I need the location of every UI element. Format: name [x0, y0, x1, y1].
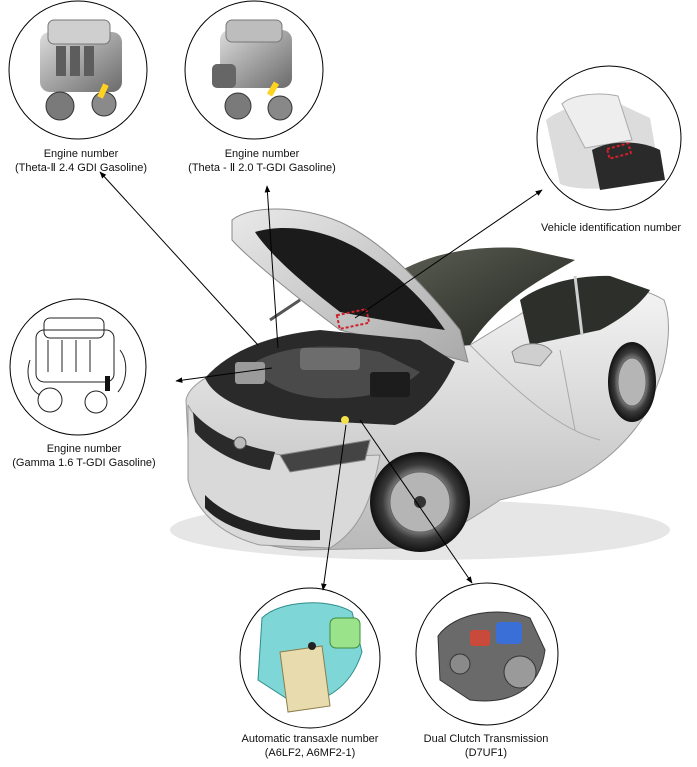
auto-transaxle-inset — [239, 587, 381, 729]
arrow-gamma-16 — [175, 367, 273, 383]
label-engine-theta-20: Engine number (Theta - Ⅱ 2.0 T-GDI Gasol… — [172, 147, 352, 175]
label-line2: (D7UF1) — [464, 747, 508, 759]
label-line1: Automatic transaxle number — [241, 733, 379, 745]
label-line1: Engine number — [224, 148, 300, 160]
arrow-auto-transaxle — [321, 424, 347, 591]
engine-theta-20-inset — [184, 0, 324, 140]
arrow-theta-20 — [264, 185, 279, 349]
engine-theta-24-inset — [8, 0, 148, 140]
label-line2: (Gamma 1.6 T-GDI Gasoline) — [12, 457, 156, 469]
side-windows — [520, 275, 650, 345]
arrow-dct — [359, 419, 473, 584]
headlight — [279, 439, 371, 473]
front-wheel — [370, 452, 470, 552]
arrow-theta-24 — [99, 171, 259, 346]
label-vin: Vehicle identification number — [530, 221, 692, 235]
transaxle-pan — [279, 645, 331, 713]
dct-inset — [415, 582, 559, 726]
hood-underside — [255, 228, 445, 330]
rear-wheel — [608, 342, 656, 422]
label-engine-theta-24: Engine number (Theta-Ⅱ 2.4 GDI Gasoline) — [6, 147, 156, 175]
label-line1: Engine number — [43, 148, 119, 160]
label-line1: Vehicle identification number — [540, 222, 682, 234]
car-illustration — [170, 208, 670, 560]
engine-gamma-16-inset — [9, 298, 147, 436]
label-line2: (A6LF2, A6MF2-1) — [264, 747, 356, 759]
label-line2: (Theta-Ⅱ 2.4 GDI Gasoline) — [15, 162, 147, 174]
label-dct: Dual Clutch Transmission (D7UF1) — [416, 732, 556, 760]
leader-arrows — [99, 171, 543, 591]
label-auto-transaxle: Automatic transaxle number (A6LF2, A6MF2… — [230, 732, 390, 760]
vin-inset — [536, 65, 682, 211]
label-line1: Engine number — [46, 443, 122, 455]
engine-number-marker — [266, 81, 280, 97]
side-mirror — [511, 343, 553, 367]
label-line1: Dual Clutch Transmission — [423, 733, 549, 745]
label-engine-gamma-16: Engine number (Gamma 1.6 T-GDI Gasoline) — [4, 442, 164, 470]
arrow-vin — [354, 189, 543, 319]
engine-number-marker — [97, 83, 109, 99]
engine-number-marker — [105, 376, 110, 391]
label-line2: (Theta - Ⅱ 2.0 T-GDI Gasoline) — [188, 162, 336, 174]
vin-location-marker — [335, 307, 371, 331]
vin-plate-marker — [605, 142, 633, 160]
